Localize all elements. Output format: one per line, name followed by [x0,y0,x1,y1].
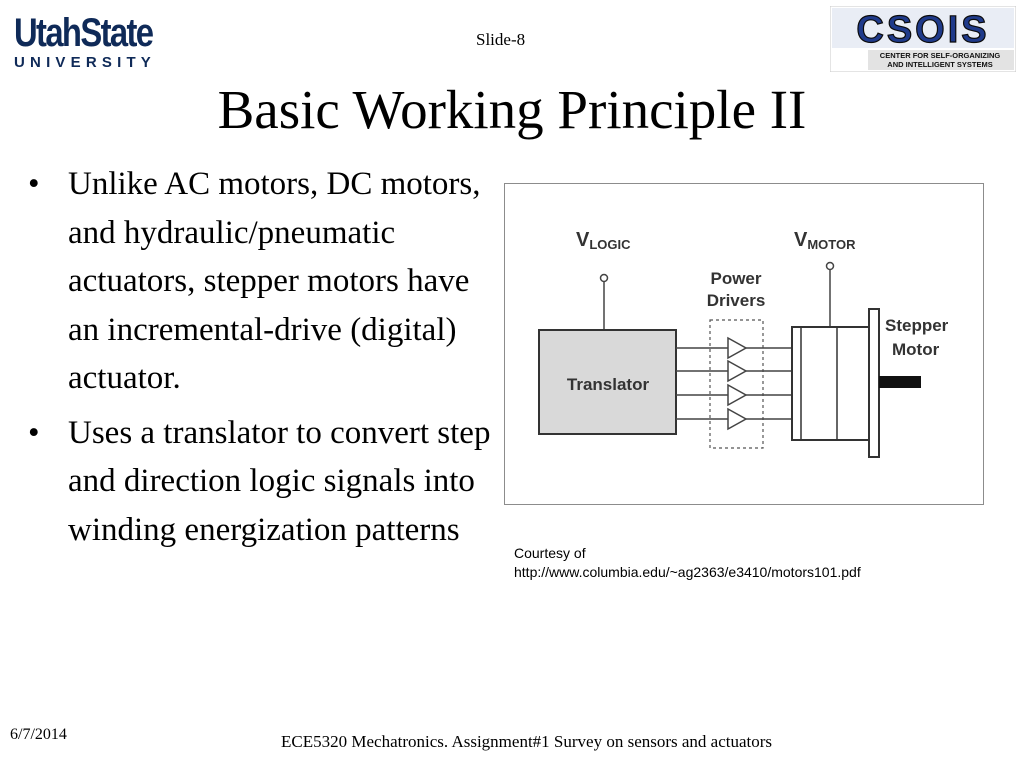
csois-logo: CSOIS CENTER FOR SELF-ORGANIZING AND INT… [830,6,1016,72]
csois-logo-name: CSOIS [856,9,989,51]
bullet-marker: • [28,166,40,202]
usu-logo-university: UNIVERSITY [14,54,157,71]
usu-logo-wordmark: UtahState [14,11,154,55]
bullet-list: • Unlike AC motors, DC motors, and hydra… [28,160,498,560]
footer-text: ECE5320 Mechatronics. Assignment#1 Surve… [281,732,773,751]
translator-block [538,329,677,435]
v-motor-main: V [794,229,808,251]
bullet-marker: • [28,414,40,451]
stepper-motor-line2: Motor [892,340,940,359]
power-drivers-line1: Power [710,269,761,288]
driver-triangle [727,407,748,431]
bullet-item: • Unlike AC motors, DC motors, and hydra… [28,160,498,403]
utah-state-logo: UtahState UNIVERSITY [14,11,200,74]
csois-logo-line2: AND INTELLIGENT SYSTEMS [887,60,992,69]
slide-title: Basic Working Principle II [217,79,807,140]
motor-body [791,326,870,441]
motor-shaft [879,376,921,388]
bullet-text: Unlike AC motors, DC motors, and hydraul… [68,166,481,396]
bullet-text: Uses a translator to convert step and di… [68,414,491,548]
csois-logo-line1: CENTER FOR SELF-ORGANIZING [880,51,1001,60]
v-logic-main: V [576,229,590,251]
stepper-motor-line1: Stepper [885,316,949,335]
image-credit: Courtesy of http://www.columbia.edu/~ag2… [514,544,861,582]
v-motor-terminal [825,261,835,271]
power-drivers-line2: Drivers [707,291,766,310]
credit-url: http://www.columbia.edu/~ag2363/e3410/mo… [514,564,861,580]
driver-triangle [727,359,748,383]
bullet-item: • Uses a translator to convert step and … [28,409,498,555]
v-motor-sub: MOTOR [807,237,856,252]
motor-flange [868,308,880,458]
footer-date: 6/7/2014 [10,726,67,743]
v-logic-sub: LOGIC [589,237,631,252]
v-logic-terminal [599,273,609,283]
v-motor-label: VMOTOR [794,229,856,252]
driver-triangle [727,383,748,407]
slide-number: Slide-8 [476,30,526,49]
driver-triangle [727,336,748,360]
translator-label: Translator [567,375,650,394]
credit-line1: Courtesy of [514,545,586,561]
stepper-drive-diagram: VLOGIC VMOTOR Power Drivers Stepper Moto… [504,183,984,505]
v-logic-label: VLOGIC [576,229,631,252]
power-drivers-box [709,319,764,449]
